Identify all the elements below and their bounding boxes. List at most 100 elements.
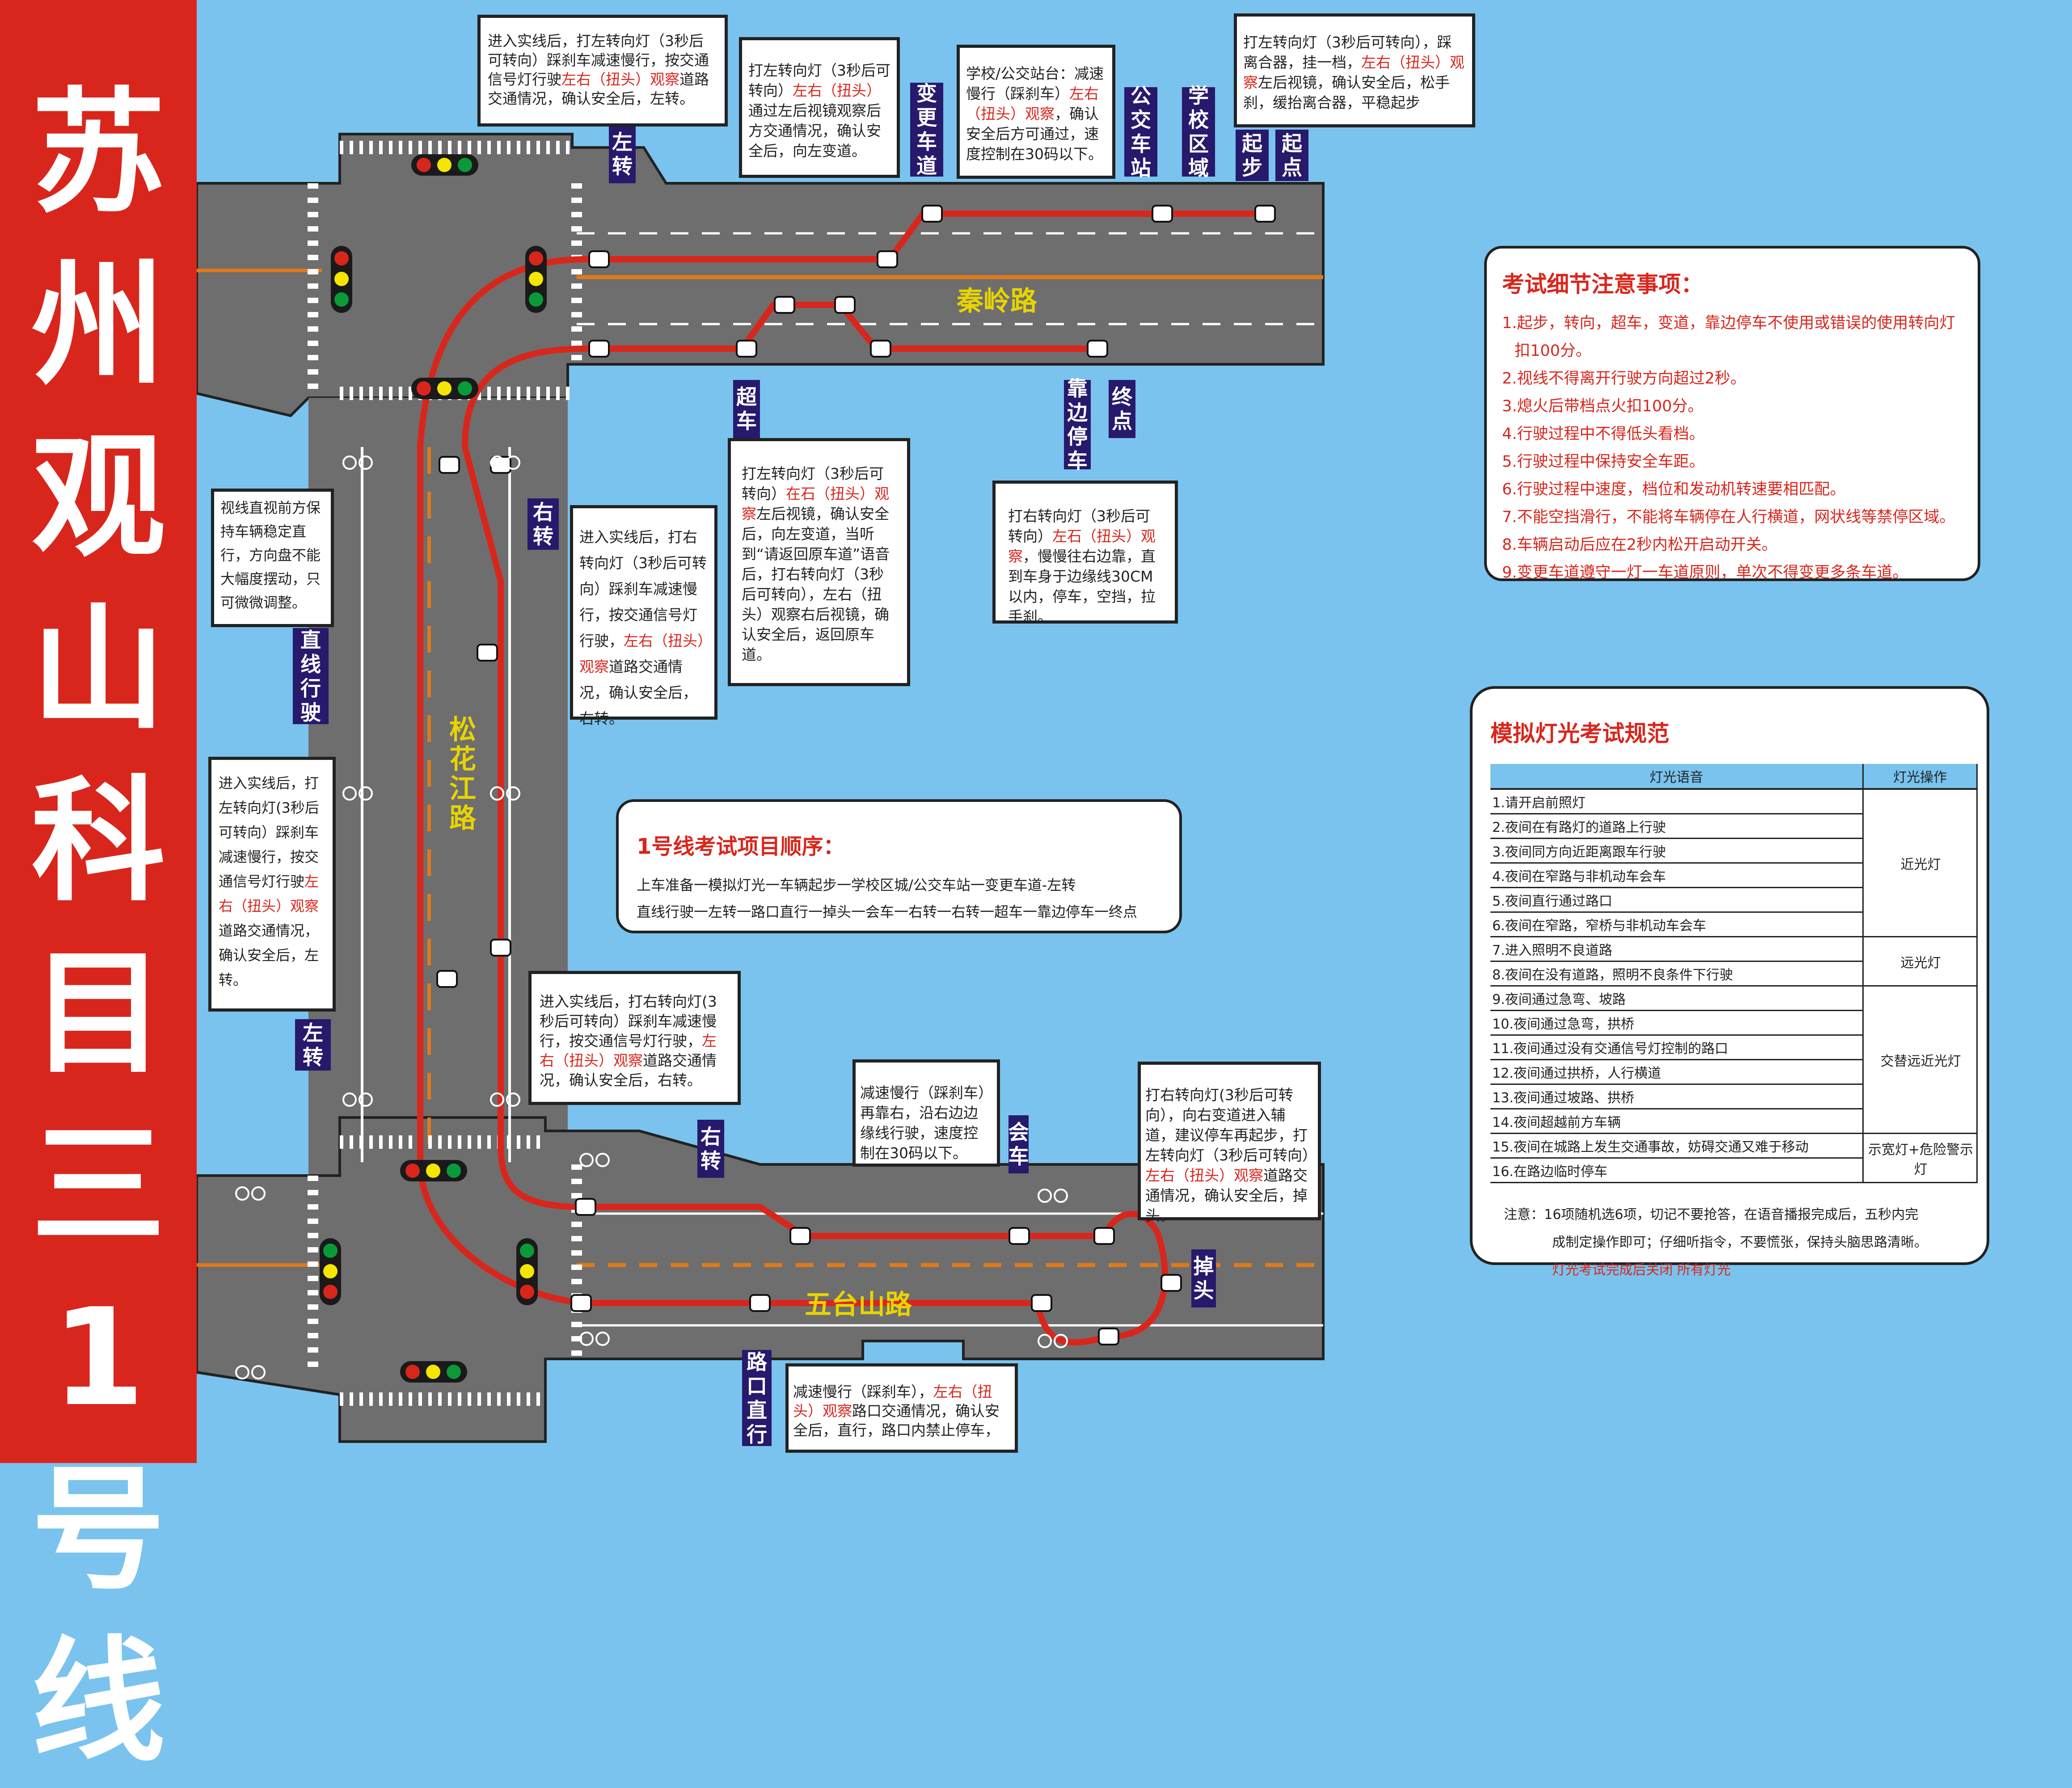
car-icon [1160,1274,1182,1292]
title-char: 山 [31,591,165,747]
car-icon [477,644,498,662]
note-straight-drive: 视线直视前方保持车辆稳定直行，方向盘不能大幅度摆动，只可微微调整。 [211,489,334,627]
car-icons [436,205,1276,1345]
bike-icon [579,1332,594,1346]
traffic-light-lamp [405,1365,420,1379]
light-voice-cell: 2.夜间在有路灯的道路上行驶 [1490,814,1863,839]
title-char: 州 [31,247,165,403]
title-char: 三 [31,1108,165,1264]
light-operation-cell: 交替远近光灯 [1862,986,1978,1134]
title-char: 线 [31,1624,165,1780]
tip-item: 8.车辆启动后应在2秒内松开启动开关。 [1502,536,1777,554]
tag-right-turn-mid: 右转 [527,498,559,550]
road-qinling-west [195,133,1325,417]
car-icon [789,1227,811,1245]
tag-start-point: 起点 [1275,130,1308,181]
page-title: 苏 州 观 山 科 目 三 1 号 线 [0,67,197,1788]
bike-icon [506,786,520,801]
bike-icon [1054,1334,1068,1348]
bike-icon [595,1153,610,1167]
light-row: 4.夜间在窄路与非机动车会车 [1490,863,1977,888]
road-label-char: 路 [449,803,476,834]
note-left-turn-top: 进入实线后，打左转向灯（3秒后可转向）踩刹车减速慢行，按交通信号灯行驶左右（扭头… [477,15,728,127]
tip-item: 4.行驶过程中不得低头看档。 [1502,425,1705,443]
light-row: 5.夜间直行通过路口 [1490,887,1977,913]
light-voice-cell: 9.夜间通过急弯、坡路 [1490,986,1863,1011]
traffic-light-lamp [334,251,349,266]
light-row: 11.夜间通过没有交通信号灯控制的路口 [1490,1035,1977,1060]
traffic-light-lamp [323,1285,338,1299]
light-operation-cell: 近光灯 [1862,789,1978,937]
car-icon [749,1294,771,1312]
light-row: 8.夜间在没有道路，照明不良条件下行驶 [1490,961,1977,987]
light-row: 6.夜间在窄路，窄桥与非机动车会车 [1490,912,1977,937]
tag-lane-change: 变更车道 [910,81,943,178]
exam-tips-panel: 考试细节注意事项： 1.起步，转向，超车，变道，靠边停车不使用或错误的使用转向灯… [1484,246,1980,582]
light-row: 2.夜间在有路灯的道路上行驶 [1490,814,1977,839]
note-meet-car: 减速慢行（踩刹车）再靠右，沿右边边缘线行驶，速度控制在30码以下。 [852,1059,1000,1167]
bike-icon [342,1092,357,1107]
traffic-light-lamp [405,1164,420,1178]
bike-lane-icons [235,455,1068,1379]
route-path [417,256,1168,1346]
title-char: 目 [31,936,165,1092]
traffic-light-lamp [323,1244,338,1258]
light-row: 7.进入照明不良道路远光灯 [1490,936,1978,987]
bike-icon [342,455,357,470]
traffic-light-lamp [334,292,349,307]
car-icon [436,970,458,988]
exam-order-title: 1号线考试项目顺序： [637,834,845,859]
tip-item: 7.不能空挡滑行，不能将车辆停在人行横道，网状线等禁停区域。 [1502,508,1955,526]
light-row: 12.夜间通过拱桥，人行横道 [1490,1059,1977,1085]
light-row: 3.夜间同方向近距离跟车行驶 [1490,838,1977,864]
route-map [195,133,1325,1443]
tag-straight-drive: 直线行驶 [293,628,329,725]
traffic-light-lamp [529,251,543,266]
light-voice-cell: 4.夜间在窄路与非机动车会车 [1490,863,1863,888]
car-icon [1031,1294,1052,1312]
light-voice-cell: 16.在路边临时停车 [1490,1158,1863,1183]
tag-left-turn-bottom: 左转 [295,1019,331,1071]
tag-pull-over: 靠边停车 [1064,376,1091,473]
tip-item: 1.起步，转向，超车，变道，靠边停车不使用或错误的使用转向灯扣100分。 [1502,314,1955,360]
light-voice-cell: 15.夜间在城路上发生交通事故，妨碍交通又难于移动 [1490,1133,1863,1159]
light-operation-cell: 示宽灯+危险警示灯 [1862,1133,1978,1183]
bike-icon [251,1365,266,1379]
road-wutaishan [195,1116,1325,1443]
road-label-char: 花 [449,744,476,775]
exam-order-panel: 1号线考试项目顺序： 上车准备一模拟灯光一车辆起步一学校区城/公交车站一变更车道… [616,799,1182,933]
bike-icon [506,1092,520,1107]
tag-overtake: 超车 [733,380,760,438]
traffic-light-lamp [323,1264,338,1278]
light-voice-cell: 6.夜间在窄路，窄桥与非机动车会车 [1490,912,1863,937]
note-right-turn-mid: 进入实线后，打右转向灯（3秒后可转向）踩刹车减速慢行，按交通信号灯行驶，左右（扭… [570,505,717,727]
traffic-light-lamp [437,158,452,172]
tag-bus-stop: 公交车站 [1124,84,1157,180]
road-label-qinling: 秦岭路 [957,286,1037,317]
traffic-lights [320,154,547,1383]
car-icon [1087,340,1108,358]
tag-school-zone: 学校区域 [1182,84,1215,180]
traffic-light-lamp [334,272,349,286]
car-icon [1254,205,1276,223]
title-char: 1 [51,1280,145,1436]
bike-icon [342,786,357,801]
bike-icon [359,786,373,801]
bike-icon [1038,1334,1052,1348]
tag-meet-car: 会车 [1009,1115,1029,1173]
tip-item: 5.行驶过程中保持安全车距。 [1502,453,1705,471]
car-icon [1093,1227,1115,1245]
col-header-operation: 灯光操作 [1863,764,1978,790]
light-voice-cell: 8.夜间在没有道路，照明不良条件下行驶 [1490,961,1863,987]
note-overtake: 打左转向灯（3秒后可转向）在石（扭头）观察左后视镜，确认安全后，向左变道，当听到… [728,438,910,686]
traffic-light-lamp [447,1365,461,1379]
light-voice-cell: 11.夜间通过没有交通信号灯控制的路口 [1490,1035,1863,1060]
traffic-light-lamp [520,1264,534,1278]
bike-icon [595,1332,610,1346]
car-icon [1098,1328,1119,1345]
traffic-light-lamp [447,1164,461,1178]
traffic-light-lamp [458,158,472,172]
title-char: 观 [31,419,165,575]
traffic-light-lamp [426,1365,440,1379]
light-row: 9.夜间通过急弯、坡路交替远近光灯 [1490,986,1978,1134]
